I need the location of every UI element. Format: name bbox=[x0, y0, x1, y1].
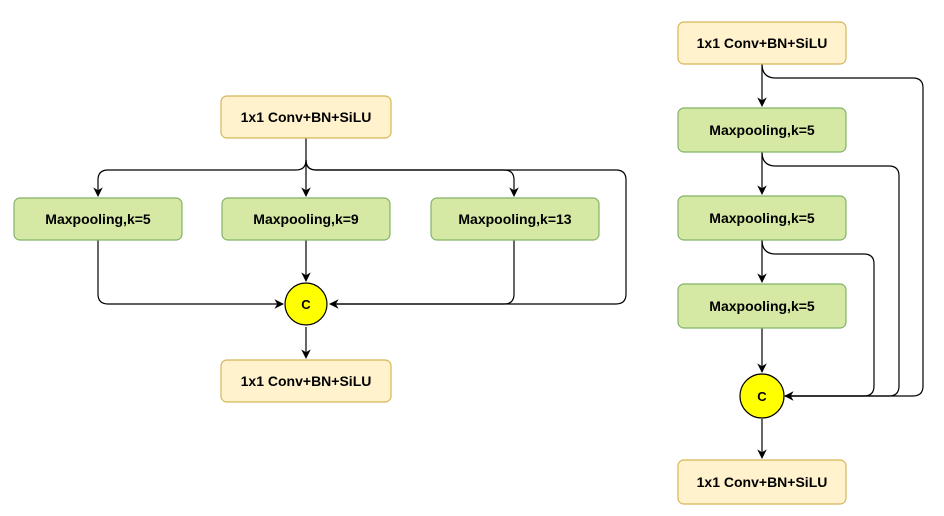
spp-conv-in-rect bbox=[220, 95, 392, 139]
spp-pool-b-box: Maxpooling,k=9 bbox=[221, 197, 391, 241]
sppf-pool-c-box: Maxpooling,k=5 bbox=[677, 283, 847, 329]
spp-edges bbox=[93, 138, 627, 359]
spp-conv-out-box: 1x1 Conv+BN+SiLU bbox=[220, 359, 392, 403]
sppf-diagram: 1x1 Conv+BN+SiLU Maxpooling,k=5 Maxpooli… bbox=[677, 21, 924, 505]
sppf-pool-b-box: Maxpooling,k=5 bbox=[677, 195, 847, 241]
sppf-pool-a-label: Maxpooling,k=5 bbox=[709, 122, 815, 138]
sppf-edge-skip-conv bbox=[761, 63, 924, 401]
spp-pool-a-rect bbox=[13, 197, 183, 241]
sppf-concat-node: C bbox=[739, 373, 785, 419]
spp-edge-to-pool-c bbox=[305, 159, 519, 197]
sppf-pool-a-rect bbox=[677, 107, 847, 153]
spp-edge-pool-c-to-concat bbox=[330, 240, 515, 305]
spp-pool-c-label: Maxpooling,k=13 bbox=[458, 211, 571, 227]
spp-concat-node: C bbox=[284, 282, 328, 326]
spp-edge-to-pool-a bbox=[93, 159, 307, 197]
sppf-edge-skip-pool-b bbox=[761, 239, 875, 397]
spp-concat-circle bbox=[284, 282, 328, 326]
spp-pool-b-label: Maxpooling,k=9 bbox=[253, 211, 359, 227]
sppf-edges bbox=[757, 63, 924, 459]
spp-diagram: 1x1 Conv+BN+SiLU Maxpooling,k=5 Maxpooli… bbox=[13, 95, 627, 403]
spp-pool-a-label: Maxpooling,k=5 bbox=[45, 211, 151, 227]
sppf-pool-a-box: Maxpooling,k=5 bbox=[677, 107, 847, 153]
sppf-pool-b-rect bbox=[677, 195, 847, 241]
sppf-conv-out-box: 1x1 Conv+BN+SiLU bbox=[677, 459, 847, 505]
spp-pool-c-rect bbox=[430, 197, 600, 241]
sppf-conv-out-rect bbox=[677, 459, 847, 505]
spp-conv-in-label: 1x1 Conv+BN+SiLU bbox=[241, 109, 372, 125]
sppf-concat-circle bbox=[739, 373, 785, 419]
sppf-conv-in-box: 1x1 Conv+BN+SiLU bbox=[677, 21, 847, 65]
sppf-conv-out-label: 1x1 Conv+BN+SiLU bbox=[697, 474, 828, 490]
spp-conv-in-box: 1x1 Conv+BN+SiLU bbox=[220, 95, 392, 139]
spp-pool-a-box: Maxpooling,k=5 bbox=[13, 197, 183, 241]
sppf-pool-c-rect bbox=[677, 283, 847, 329]
spp-edge-pool-a-to-concat bbox=[97, 240, 284, 309]
spp-concat-label: C bbox=[301, 297, 311, 312]
spp-edge-skip bbox=[305, 159, 627, 309]
sppf-conv-in-rect bbox=[677, 21, 847, 65]
spp-pool-c-box: Maxpooling,k=13 bbox=[430, 197, 600, 241]
spp-conv-out-rect bbox=[220, 359, 392, 403]
sppf-pool-b-label: Maxpooling,k=5 bbox=[709, 210, 815, 226]
sppf-conv-in-label: 1x1 Conv+BN+SiLU bbox=[697, 35, 828, 51]
sppf-concat-label: C bbox=[757, 389, 767, 404]
spp-conv-out-label: 1x1 Conv+BN+SiLU bbox=[241, 373, 372, 389]
sppf-edge-skip-pool-a bbox=[761, 151, 900, 397]
spp-pool-b-rect bbox=[221, 197, 391, 241]
sppf-pool-c-label: Maxpooling,k=5 bbox=[709, 298, 815, 314]
